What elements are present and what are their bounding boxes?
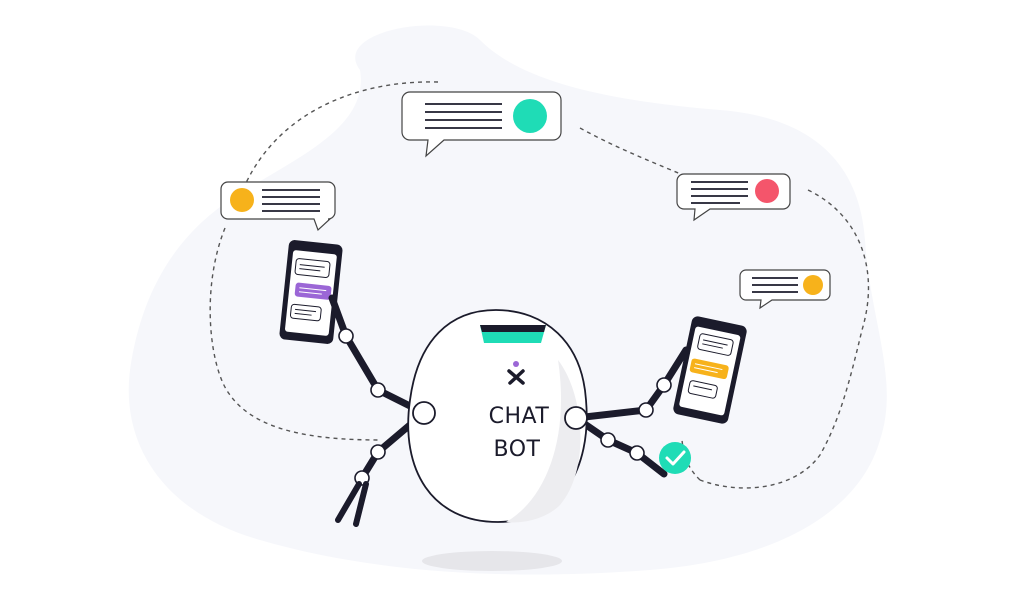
arm-right-lower <box>572 414 668 478</box>
chat-bubble-right-top <box>676 173 791 222</box>
shoulder-joint-left <box>412 401 436 425</box>
status-dot-yellow-small <box>803 275 823 295</box>
phone-right <box>673 316 747 424</box>
background-blob <box>128 25 887 575</box>
x-logo-icon <box>507 361 525 385</box>
shoulder-joint-right <box>564 406 588 430</box>
status-dot-teal <box>513 99 547 133</box>
status-dot-yellow <box>230 188 254 212</box>
chat-bubble-top <box>401 91 562 158</box>
check-icon <box>659 442 691 474</box>
status-dot-red <box>755 179 779 203</box>
chat-bubble-left <box>220 181 336 232</box>
phone-left <box>279 240 343 344</box>
bot-label-line1: CHAT <box>489 404 550 429</box>
bot-shadow <box>422 551 562 571</box>
bot-body <box>407 309 588 523</box>
chat-bubble-right-small <box>739 269 831 310</box>
bot-label-line2: BOT <box>494 437 541 462</box>
